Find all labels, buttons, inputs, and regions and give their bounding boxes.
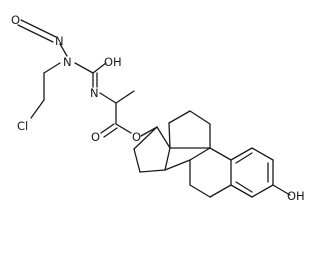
- bond-c-oh-urea: [92, 62, 107, 74]
- bond-c15-c16: [133, 148, 141, 173]
- bond-c3-c4: [251, 184, 274, 198]
- bond-c3-oh: [272, 184, 291, 196]
- atom-ester-o: O: [132, 130, 141, 144]
- bond-o-n-double-a: [20, 19, 57, 38]
- bond-ch2-cl: [30, 99, 45, 119]
- atom-nitroso-n: N: [55, 34, 64, 48]
- bond-o-n-double-b: [17, 24, 54, 43]
- bond-c10-c1: [230, 147, 253, 161]
- atom-phenol-oh: OH: [287, 189, 305, 203]
- bond-c-o-double-a: [100, 123, 115, 134]
- bond-o-c17: [140, 126, 158, 137]
- bond-c7-c6: [189, 184, 211, 198]
- bond-c8-c14b: [189, 147, 211, 161]
- chemical-structure: O N N OH Cl N O O OH: [11, 13, 305, 203]
- bond-c17-c13: [156, 126, 171, 149]
- atom-imine-n: N: [90, 86, 99, 100]
- atom-chlorine: Cl: [17, 119, 28, 133]
- atom-carbonyl-o: O: [91, 130, 100, 144]
- bond-c6-c5: [209, 184, 232, 198]
- bond-c14-c15: [139, 169, 166, 173]
- bond-c16-c17: [133, 126, 158, 150]
- bond-c13-c14: [164, 147, 171, 171]
- bond-n-ch2: [43, 62, 61, 74]
- bond-c10-c9: [209, 147, 232, 161]
- bond-c4-c5: [230, 184, 253, 198]
- bond-aromatic-inner-3: [235, 181, 253, 193]
- bond-aromatic-inner-1: [235, 152, 253, 164]
- bond-n-c-urea: [74, 62, 94, 74]
- atom-urea-oh: OH: [104, 55, 122, 69]
- atom-nitroso-o: O: [11, 13, 20, 27]
- bond-ch-ch3: [115, 90, 135, 104]
- bond-c12-c11: [168, 110, 191, 124]
- bond-n-ch: [99, 92, 117, 104]
- bond-c14b-c14: [164, 159, 191, 171]
- bond-c-o-ester: [115, 123, 132, 134]
- bond-c11-c9: [189, 110, 211, 125]
- bond-lines: [17, 19, 291, 198]
- bond-n-n: [59, 43, 68, 57]
- bond-c13-c12: [168, 122, 171, 149]
- bond-c1-c2: [251, 147, 274, 161]
- atom-labels: O N N OH Cl N O O OH: [11, 13, 305, 203]
- bond-c-o-double-b: [103, 127, 118, 138]
- atom-urea-n: N: [63, 55, 72, 69]
